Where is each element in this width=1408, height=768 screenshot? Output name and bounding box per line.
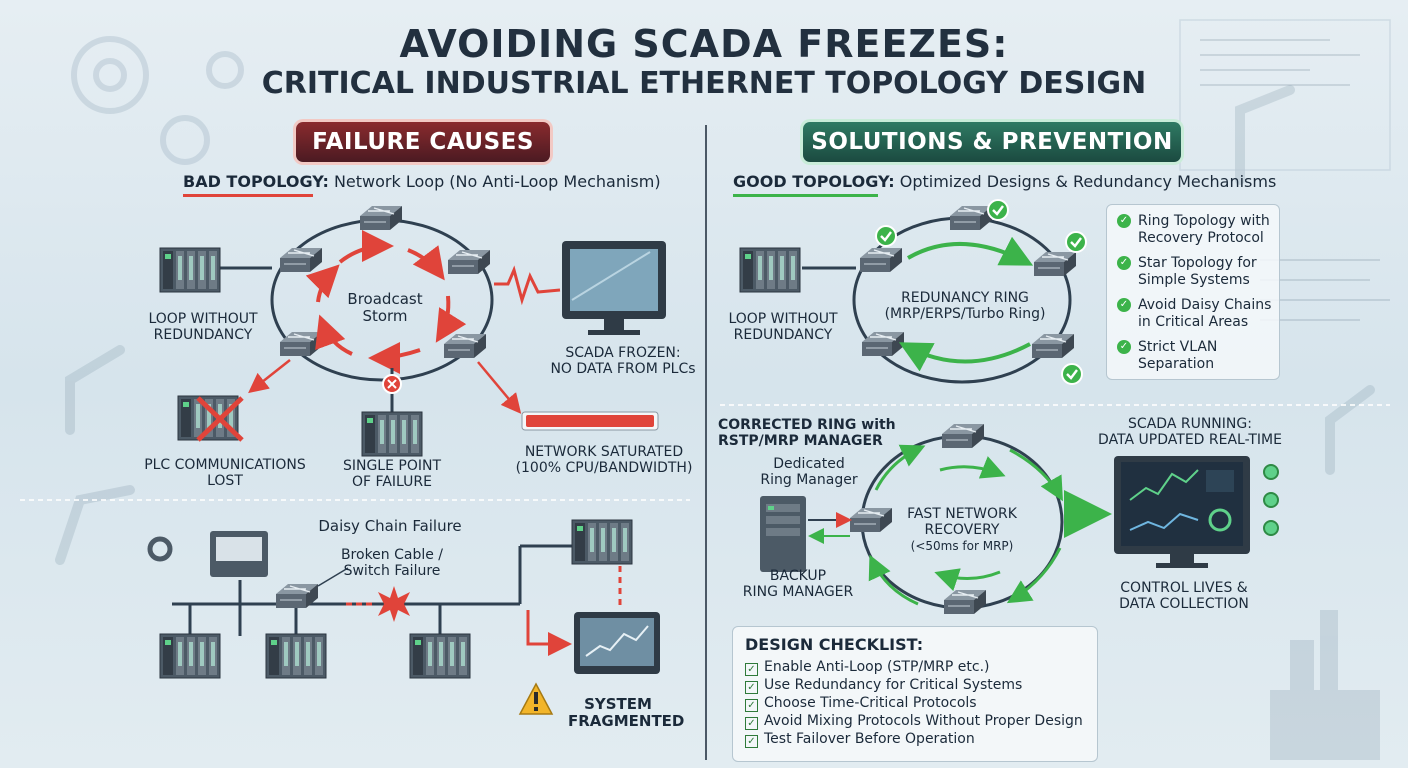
- check-icon: ✓: [1117, 340, 1131, 354]
- bad-topology-subtitle: BAD TOPOLOGY: Network Loop (No Anti-Loop…: [183, 172, 661, 191]
- design-checklist-title: DESIGN CHECKLIST:: [745, 635, 924, 654]
- design-checklist-item: ✓Use Redundancy for Critical Systems: [745, 677, 1022, 694]
- design-checklist-item: ✓Choose Time-Critical Protocols: [745, 695, 977, 712]
- failure-causes-header: FAILURE CAUSES: [296, 122, 550, 162]
- broken-cable-label: Broken Cable /Switch Failure: [340, 547, 444, 579]
- red-underline: [183, 194, 313, 197]
- bad-topology-label: BAD TOPOLOGY:: [183, 172, 329, 191]
- checkbox-icon: ✓: [745, 681, 758, 694]
- check-icon: ✓: [1117, 214, 1131, 228]
- daisy-chain-title: Daisy Chain Failure: [318, 517, 462, 535]
- good-topology-desc: Optimized Designs & Redundancy Mechanism…: [894, 172, 1277, 191]
- good-topology-label: GOOD TOPOLOGY:: [733, 172, 895, 191]
- design-checklist-item: ✓Avoid Mixing Protocols Without Proper D…: [745, 713, 1083, 730]
- page-title: AVOIDING SCADA FREEZES:: [399, 22, 1009, 66]
- design-checklist-item: ✓Test Failover Before Operation: [745, 731, 975, 748]
- check-icon: ✓: [1117, 298, 1131, 312]
- green-underline: [733, 194, 878, 197]
- solutions-header: SOLUTIONS & PREVENTION: [803, 122, 1181, 162]
- bad-topology-desc: Network Loop (No Anti-Loop Mechanism): [328, 172, 661, 191]
- checkbox-icon: ✓: [745, 663, 758, 676]
- page-subtitle: CRITICAL INDUSTRIAL ETHERNET TOPOLOGY DE…: [261, 66, 1147, 101]
- design-checklist: DESIGN CHECKLIST: ✓Enable Anti-Loop (STP…: [732, 626, 1098, 762]
- scada-frozen-label: SCADA FROZEN:NO DATA FROM PLCs: [550, 345, 696, 377]
- good-topology-subtitle: GOOD TOPOLOGY: Optimized Designs & Redun…: [733, 172, 1276, 191]
- checkbox-icon: ✓: [745, 717, 758, 730]
- network-saturated-label: NETWORK SATURATED(100% CPU/BANDWIDTH): [515, 444, 693, 476]
- design-checklist-item: ✓Enable Anti-Loop (STP/MRP etc.): [745, 659, 990, 676]
- control-lives-label: CONTROL LIVES &DATA COLLECTION: [1119, 580, 1249, 612]
- redundancy-ring-label: REDUNANCY RING(MRP/ERPS/Turbo Ring): [884, 290, 1046, 322]
- checkbox-icon: ✓: [745, 699, 758, 712]
- scada-running-label: SCADA RUNNING:DATA UPDATED REAL-TIME: [1098, 416, 1282, 448]
- check-icon: ✓: [1117, 256, 1131, 270]
- checkbox-icon: ✓: [745, 735, 758, 748]
